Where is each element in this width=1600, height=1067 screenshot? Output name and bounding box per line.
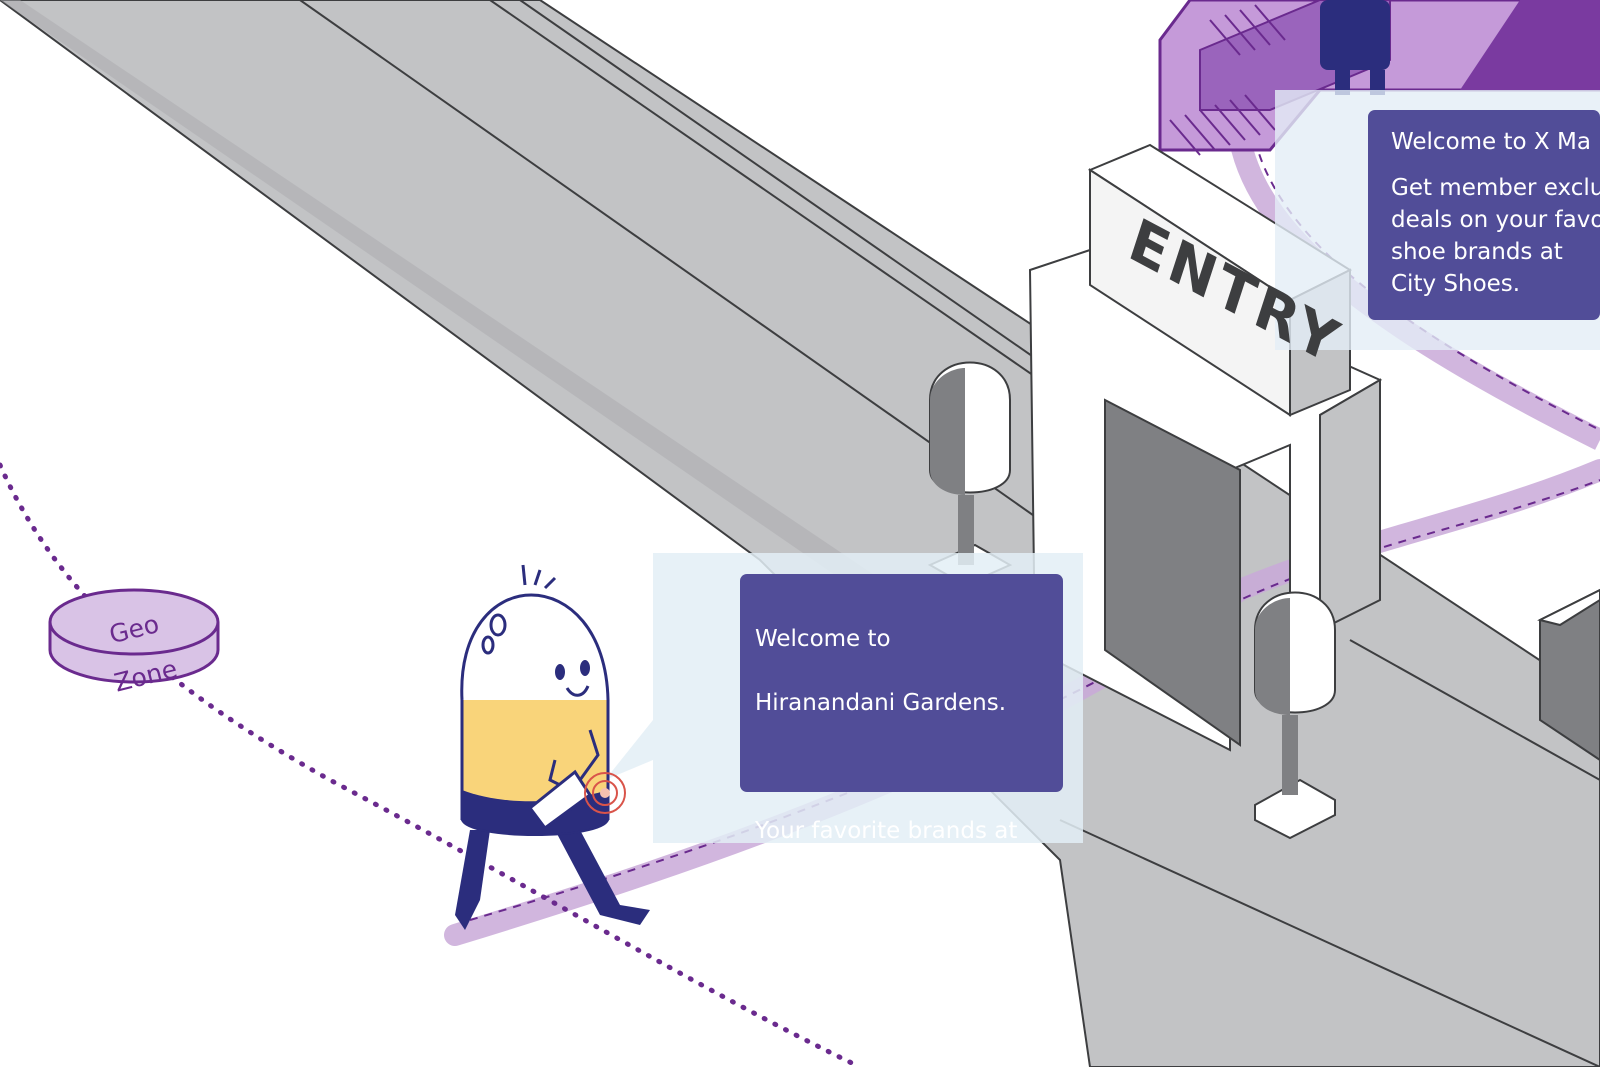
mall-line5: City Shoes. bbox=[1391, 271, 1521, 297]
mall-notification-text: Welcome to X Ma Get member exclu deals o… bbox=[1391, 126, 1600, 300]
near-notification-card bbox=[605, 553, 1083, 843]
mall-line1: Welcome to X Ma bbox=[1391, 129, 1591, 155]
escalator bbox=[1158, 0, 1600, 156]
walking-path-dashes bbox=[469, 479, 1600, 921]
mall-line4: shoe brands at bbox=[1391, 239, 1563, 265]
geofence-boundary bbox=[0, 462, 863, 1067]
geo-zone-line1: Geo bbox=[106, 609, 162, 650]
near-line4: X Mall nearby. bbox=[755, 882, 917, 908]
near-line2: Hiranandani Gardens. bbox=[755, 690, 1007, 716]
near-line1: Welcome to bbox=[755, 626, 891, 652]
bollard-right bbox=[1254, 591, 1336, 840]
geo-zone-marker bbox=[48, 588, 220, 684]
mall-notification-card bbox=[1275, 90, 1600, 350]
near-notification-text: Welcome to Hiranandani Gardens. Your fav… bbox=[755, 591, 1055, 943]
entry-arch bbox=[1028, 143, 1383, 752]
mall-line3: deals on your favo bbox=[1391, 207, 1600, 233]
geo-zone-line2: Zone bbox=[111, 654, 181, 698]
store-block bbox=[1537, 588, 1600, 762]
near-line3: Your favorite brands at bbox=[755, 818, 1018, 844]
walking-character bbox=[455, 564, 650, 930]
mall-line2: Get member exclu bbox=[1391, 175, 1600, 201]
